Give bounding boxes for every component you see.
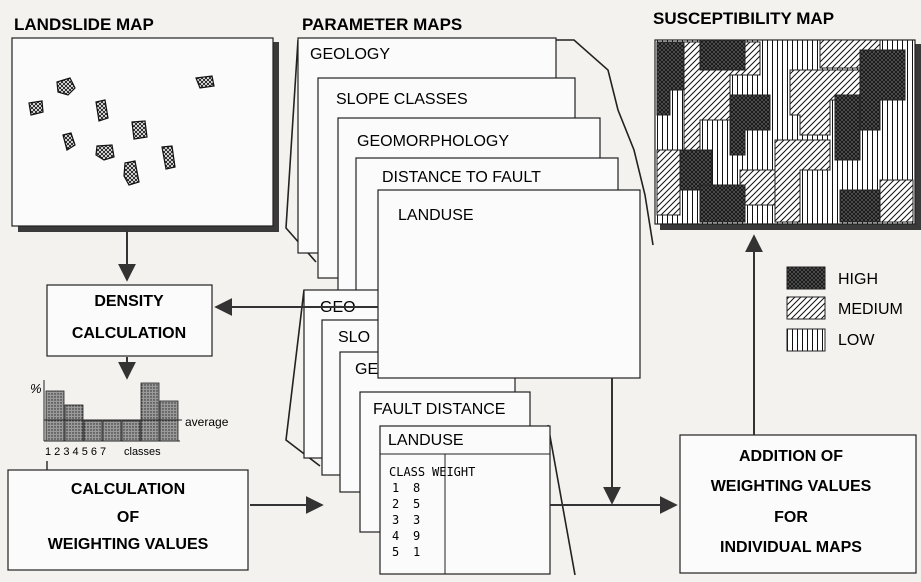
legend-high: HIGH — [838, 271, 878, 288]
table-row-3-weight: 3 — [413, 513, 420, 527]
susceptibility-map-heading: SUSCEPTIBILITY MAP — [653, 9, 834, 28]
legend-swatch-high — [786, 266, 826, 290]
addition-line-3: FOR — [774, 509, 808, 526]
histogram-bar — [83, 420, 103, 442]
addition-line-4: INDIVIDUAL MAPS — [720, 539, 862, 556]
table-row-2-weight: 5 — [413, 497, 420, 511]
small-map-slo-label: SLO — [338, 329, 370, 346]
addition-line-2: WEIGHTING VALUES — [711, 478, 872, 495]
histogram-x-labels: 1 2 3 4 5 6 7 — [45, 446, 106, 458]
histogram-bar — [102, 420, 122, 442]
table-row-4-weight: 9 — [413, 529, 420, 543]
parameter-map-slope-label: SLOPE CLASSES — [336, 91, 468, 108]
weighting-values-box — [7, 469, 249, 571]
table-row-1-weight: 8 — [413, 481, 420, 495]
weighting-line-3: WEIGHTING VALUES — [48, 536, 209, 553]
histogram-bar — [159, 400, 179, 442]
histogram-bar — [45, 390, 65, 442]
small-map-fault-distance-label: FAULT DISTANCE — [373, 401, 505, 418]
parameter-map-landuse: LANDUSE — [377, 189, 641, 379]
density-histogram: % average 1 2 3 4 5 6 7 classes — [30, 380, 229, 458]
table-row-4-class: 4 — [392, 529, 399, 543]
histogram-y-symbol: % — [30, 381, 42, 396]
table-row-3-class: 3 — [392, 513, 399, 527]
histogram-average-label: average — [185, 415, 229, 429]
legend-swatch-low — [786, 328, 826, 352]
table-head-weight: WEIGHT — [432, 465, 475, 479]
landslide-polygons — [28, 75, 215, 186]
density-line-2: CALCULATION — [72, 325, 186, 342]
small-map-ge-label: GE — [355, 361, 378, 378]
histogram-bar — [64, 404, 84, 442]
addition-line-1: ADDITION OF — [739, 448, 843, 465]
table-row-5-weight: 1 — [413, 545, 420, 559]
table-head-class: CLASS — [389, 465, 425, 479]
table-row-1-class: 1 — [392, 481, 399, 495]
parameter-maps-heading: PARAMETER MAPS — [302, 15, 462, 34]
histogram-bar — [121, 420, 141, 442]
density-line-1: DENSITY — [94, 293, 164, 310]
legend-swatch-medium — [786, 296, 826, 320]
table-row-5-class: 5 — [392, 545, 399, 559]
histogram-classes-label: classes — [124, 446, 161, 458]
small-map-landuse: LANDUSE CLASS WEIGHT 1 8 2 5 3 3 4 9 5 1 — [379, 425, 551, 575]
legend-medium: MEDIUM — [838, 301, 903, 318]
legend-low: LOW — [838, 332, 875, 349]
addition-box — [679, 434, 917, 574]
susceptibility-map — [654, 39, 916, 225]
weighting-line-1: CALCULATION — [71, 481, 185, 498]
small-map-landuse-label: LANDUSE — [388, 432, 464, 449]
landslide-map-heading: LANDSLIDE MAP — [14, 15, 154, 34]
susceptibility-legend: HIGH MEDIUM LOW — [786, 266, 903, 352]
weighting-line-2: OF — [117, 509, 139, 526]
density-calculation-box — [46, 284, 213, 357]
histogram-bar — [140, 382, 160, 442]
parameter-map-geomorphology-label: GEOMORPHOLOGY — [357, 133, 509, 150]
parameter-map-distance-to-fault-label: DISTANCE TO FAULT — [382, 169, 541, 186]
parameter-map-geology-label: GEOLOGY — [310, 46, 390, 63]
table-row-2-class: 2 — [392, 497, 399, 511]
parameter-map-landuse-label: LANDUSE — [398, 207, 474, 224]
